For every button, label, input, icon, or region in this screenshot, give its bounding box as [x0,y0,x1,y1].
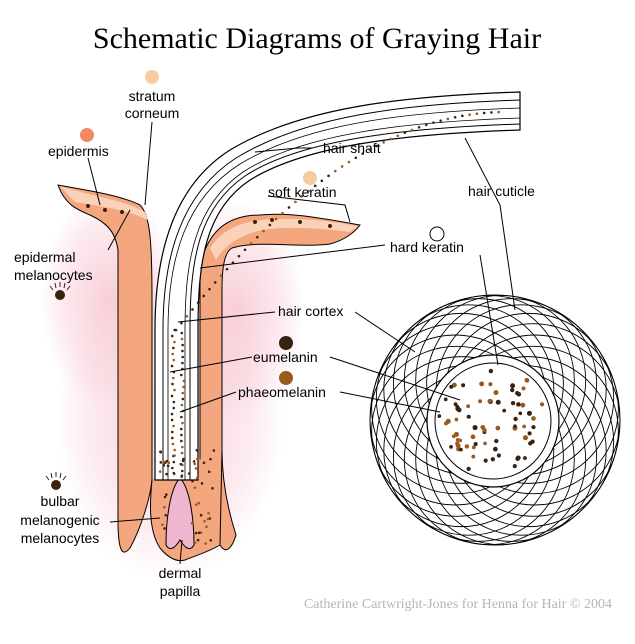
bulbar-melanocyte-icon [45,472,67,490]
skin-surface-melanocytes [86,204,332,228]
label-epidermal-melanocytes-1: epidermal [14,249,75,265]
label-phaeomelanin: phaeomelanin [238,384,326,400]
soft-keratin-swatch [303,171,317,185]
label-hair-cortex: hair cortex [278,303,343,319]
label-hair-shaft: hair shaft [323,140,381,156]
label-stratum-corneum-2: corneum [125,105,179,121]
label-bulbar-3: melanocytes [21,530,100,546]
bulb-melanin-granules [158,448,216,545]
label-dermal-papilla-2: papilla [160,583,201,599]
melanocyte-icon [49,282,71,300]
hair-shaft [154,91,521,545]
label-epidermal-melanocytes-2: melanocytes [14,267,93,283]
hard-keratin-swatch [429,226,445,242]
eumelanin-swatch [279,336,293,350]
label-stratum-corneum-1: stratum [129,88,176,104]
label-epidermis: epidermis [48,143,109,159]
stratum-corneum-swatch [145,70,159,84]
shaft-melanin-granules [170,110,501,479]
label-eumelanin: eumelanin [253,349,318,365]
label-dermal-papilla-1: dermal [159,565,202,581]
credit-line: Catherine Cartwright-Jones for Henna for… [304,597,612,612]
label-soft-keratin: soft keratin [268,184,336,200]
page-title: Schematic Diagrams of Graying Hair [93,22,541,55]
label-hard-keratin: hard keratin [390,239,464,255]
phaeomelanin-swatch [279,371,293,385]
label-bulbar-1: bulbar [41,493,80,509]
leader-lines [87,121,516,565]
hair-cross-section [369,294,621,546]
label-hair-cuticle: hair cuticle [468,183,535,199]
cortex-melanin-granules [437,368,545,472]
epidermis-swatch [80,128,94,142]
label-bulbar-2: melanogenic [20,512,99,528]
